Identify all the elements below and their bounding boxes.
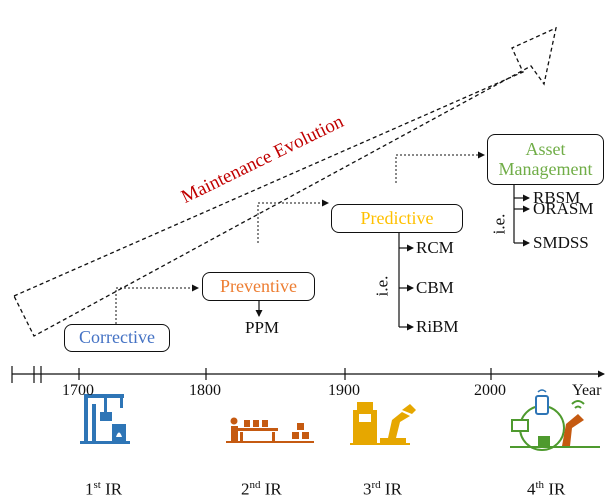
ir-2-ordinal: nd (249, 479, 261, 491)
industrial-machine-icon (80, 394, 130, 444)
connected-factory-icon (510, 389, 600, 451)
ir-1-suffix: IR (105, 479, 123, 499)
year-axis-label: Year (572, 382, 602, 399)
ir-4-number: 4 (527, 479, 536, 499)
corrective-box: Corrective (64, 324, 170, 352)
ir-1-label: 1st IR (85, 479, 122, 500)
ir-4-ordinal: th (535, 479, 545, 491)
ir-2-label: 2nd IR (241, 479, 282, 500)
ir-1-number: 1 (85, 479, 94, 499)
ir-2-number: 2 (241, 479, 250, 499)
ir-3-label: 3rd IR (363, 479, 402, 500)
rbsm-label: RBSM (533, 188, 581, 207)
year-2000: 2000 (474, 382, 506, 399)
connector-corrective-preventive (115, 284, 199, 324)
preventive-label: Preventive (220, 275, 297, 296)
predictive-box: Predictive (331, 204, 463, 233)
ir-3-suffix: IR (384, 479, 402, 499)
robot-arm-icon (350, 402, 416, 445)
ppm-label: PPM (245, 318, 280, 337)
ir-1-ordinal: st (93, 479, 101, 491)
ir-2-suffix: IR (264, 479, 282, 499)
cbm-label: CBM (416, 278, 454, 297)
year-1800: 1800 (189, 382, 221, 399)
connector-preventive-predictive (257, 199, 329, 243)
ir-3-ordinal: rd (371, 479, 381, 491)
smdss-label: SMDSS (533, 233, 589, 252)
evolution-arrow (13, 26, 557, 337)
orasm-label: ORASM (533, 199, 594, 218)
connector-predictive-asset (395, 151, 485, 183)
ir-3-number: 3 (363, 479, 372, 499)
ir-4-suffix: IR (548, 479, 566, 499)
rcm-label: RCM (416, 238, 454, 257)
predictive-label: Predictive (360, 207, 434, 228)
asset-management-label: Asset Management (498, 139, 593, 179)
predictive-ie-label: i.e. (372, 275, 392, 297)
assembly-line-icon (226, 417, 314, 443)
year-1900: 1900 (328, 382, 360, 399)
year-1700: 1700 (62, 382, 94, 399)
ribm-label: RiBM (416, 317, 459, 336)
asset-ie-label: i.e. (489, 213, 509, 235)
corrective-label: Corrective (79, 327, 155, 348)
asset-management-box: Asset Management (487, 134, 604, 185)
ir-4-label: 4th IR (527, 479, 565, 500)
preventive-box: Preventive (202, 272, 315, 301)
